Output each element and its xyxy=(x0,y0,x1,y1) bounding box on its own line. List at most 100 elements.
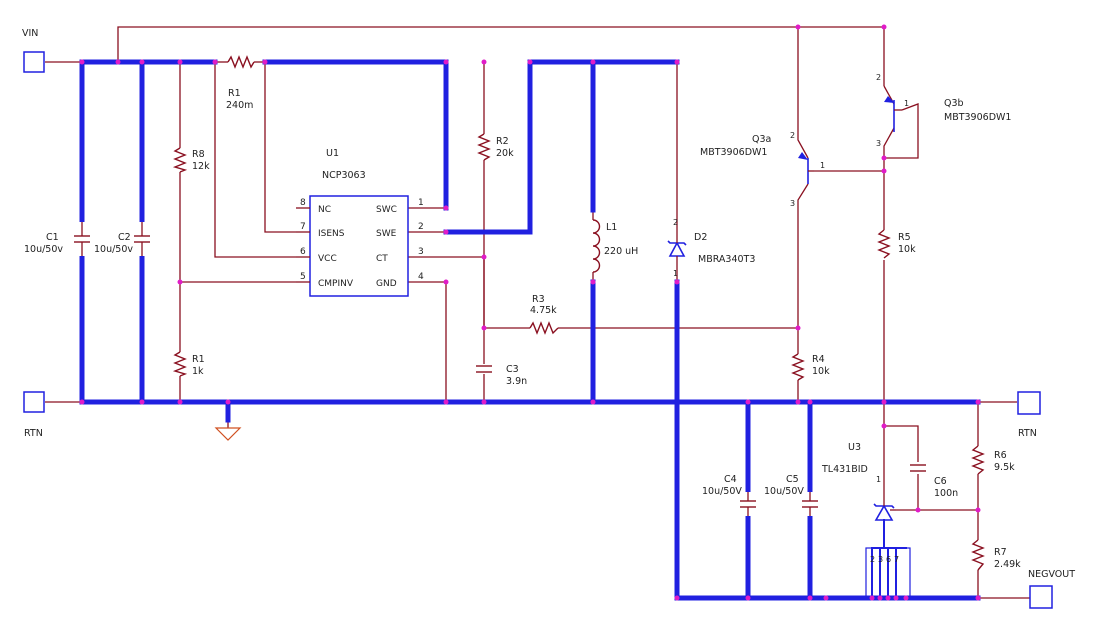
ground-icon xyxy=(214,427,242,441)
svg-text:4.75k: 4.75k xyxy=(530,305,557,316)
u1-pin-name: CMPINV xyxy=(318,279,354,289)
svg-text:100n: 100n xyxy=(934,488,958,499)
u1-pin-num: 5 xyxy=(300,272,306,282)
svg-text:2: 2 xyxy=(790,131,795,140)
svg-text:12k: 12k xyxy=(192,161,210,172)
u1-pin-name: ISENS xyxy=(318,229,345,239)
svg-text:L1: L1 xyxy=(606,222,617,233)
capacitor-c1: C1 10u/50v xyxy=(24,222,90,256)
svg-text:C2: C2 xyxy=(118,232,131,243)
resistor-r1-divider: R1 1k xyxy=(172,351,205,377)
svg-text:3.9n: 3.9n xyxy=(506,376,527,387)
svg-text:9.5k: 9.5k xyxy=(994,462,1015,473)
svg-text:220 uH: 220 uH xyxy=(604,246,638,257)
resistor-r2: R2 20k xyxy=(477,133,514,161)
u1-part: NCP3063 xyxy=(322,170,366,181)
svg-text:Q3a: Q3a xyxy=(752,134,771,145)
svg-text:MBT3906DW1: MBT3906DW1 xyxy=(700,147,767,158)
capacitor-c4: C4 10u/50V xyxy=(702,474,756,516)
u1-pin-num: 4 xyxy=(418,272,424,282)
svg-text:2.49k: 2.49k xyxy=(994,559,1021,570)
svg-text:C1: C1 xyxy=(46,232,59,243)
svg-text:10k: 10k xyxy=(812,366,830,377)
svg-text:3: 3 xyxy=(790,199,795,208)
svg-text:10u/50V: 10u/50V xyxy=(702,486,742,497)
svg-text:3: 3 xyxy=(876,139,881,148)
svg-text:R6: R6 xyxy=(994,450,1007,461)
svg-text:TL431BID: TL431BID xyxy=(821,464,868,475)
u1-pin-name: NC xyxy=(318,205,331,215)
u1-pin-num: 7 xyxy=(300,222,306,232)
u1-pin-name: SWE xyxy=(376,229,397,239)
svg-text:R1: R1 xyxy=(192,354,205,365)
power-buses xyxy=(79,59,981,601)
u1-pin-num: 1 xyxy=(418,198,424,208)
negvout-port xyxy=(1029,585,1053,609)
capacitor-c5: C5 10u/50V xyxy=(764,474,818,516)
svg-text:10k: 10k xyxy=(898,244,916,255)
svg-text:1: 1 xyxy=(820,161,825,170)
svg-text:1k: 1k xyxy=(192,366,204,377)
svg-text:2: 2 xyxy=(870,555,875,564)
svg-text:MBT3906DW1: MBT3906DW1 xyxy=(944,112,1011,123)
svg-text:240m: 240m xyxy=(226,100,253,111)
svg-text:Q3b: Q3b xyxy=(944,98,964,109)
svg-text:2: 2 xyxy=(876,73,881,82)
u1-pin-name: VCC xyxy=(318,254,337,264)
transistor-q3b: 2 1 3 Q3b MBT3906DW1 xyxy=(876,73,1011,148)
svg-text:7: 7 xyxy=(894,555,899,564)
svg-text:1: 1 xyxy=(876,475,881,484)
rtn-right-port xyxy=(1017,391,1041,415)
rtn-right-label: RTN xyxy=(1018,428,1037,439)
svg-text:U3: U3 xyxy=(848,442,861,453)
resistor-r1-shunt: R1 240m xyxy=(226,55,255,111)
svg-text:1: 1 xyxy=(904,99,909,108)
capacitor-c2: C2 10u/50v xyxy=(94,222,150,256)
negvout-label: NEGVOUT xyxy=(1028,569,1075,580)
svg-text:6: 6 xyxy=(886,555,891,564)
svg-text:R8: R8 xyxy=(192,149,205,160)
svg-text:R7: R7 xyxy=(994,547,1007,558)
inductor-l1: L1 220 uH xyxy=(592,219,638,273)
u1-pin-name: GND xyxy=(376,279,397,289)
svg-text:D2: D2 xyxy=(694,232,707,243)
svg-text:20k: 20k xyxy=(496,148,514,159)
capacitor-c6: C6 100n xyxy=(910,464,958,499)
svg-text:3: 3 xyxy=(878,555,883,564)
rtn-left-port xyxy=(23,391,45,413)
u1-pin-num: 8 xyxy=(300,198,306,208)
u1-ref: U1 xyxy=(326,148,339,159)
resistor-r7: R7 2.49k xyxy=(971,539,1021,571)
u1-pin-num: 3 xyxy=(418,247,424,257)
junction-dots xyxy=(79,24,981,601)
capacitor-c3: C3 3.9n xyxy=(476,364,527,387)
svg-text:10u/50v: 10u/50v xyxy=(94,244,133,255)
rtn-left-label: RTN xyxy=(24,428,43,439)
u1-ic: U1 NCP3063 8 NC 7 ISENS 6 VCC 5 CMPINV S… xyxy=(296,148,424,297)
svg-text:C6: C6 xyxy=(934,476,947,487)
svg-text:10u/50V: 10u/50V xyxy=(764,486,804,497)
svg-text:10u/50v: 10u/50v xyxy=(24,244,63,255)
resistor-r3: R3 4.75k xyxy=(529,294,559,335)
vin-label: VIN xyxy=(22,28,38,39)
svg-text:R4: R4 xyxy=(812,354,825,365)
resistor-r6: R6 9.5k xyxy=(971,445,1015,475)
svg-text:1: 1 xyxy=(673,269,678,278)
ports: VIN RTN RTN NEGVOUT xyxy=(22,28,1075,609)
svg-text:R1: R1 xyxy=(228,88,241,99)
u1-pin-name: CT xyxy=(376,254,388,264)
transistor-q3a: 2 1 3 Q3a MBT3906DW1 xyxy=(700,131,825,208)
svg-text:R3: R3 xyxy=(532,294,545,305)
u1-pin-num: 6 xyxy=(300,247,306,257)
resistor-r5: R5 10k xyxy=(877,229,916,259)
resistor-r8: R8 12k xyxy=(172,147,210,173)
svg-text:2: 2 xyxy=(673,218,678,227)
svg-text:MBRA340T3: MBRA340T3 xyxy=(698,254,755,265)
svg-text:C5: C5 xyxy=(786,474,799,485)
svg-text:R5: R5 xyxy=(898,232,911,243)
vin-port xyxy=(23,51,45,73)
u1-pin-name: SWC xyxy=(376,205,397,215)
svg-text:C4: C4 xyxy=(724,474,737,485)
svg-text:R2: R2 xyxy=(496,136,509,147)
u1-pin-num: 2 xyxy=(418,222,424,232)
